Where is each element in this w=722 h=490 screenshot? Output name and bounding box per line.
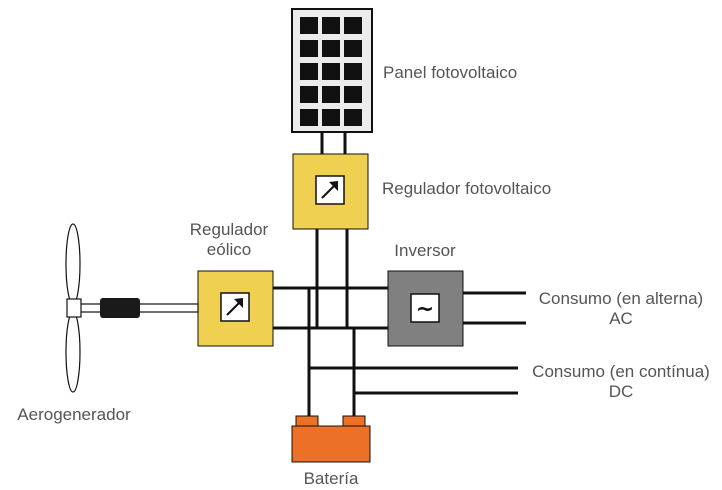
- panel-cell: [344, 17, 362, 34]
- battery: [291, 415, 371, 463]
- wiring: [273, 133, 526, 418]
- panel-cell: [300, 63, 318, 80]
- pv-regulator: [292, 153, 369, 230]
- solar-panel: [291, 8, 373, 133]
- turbine-blade-top: [65, 223, 81, 305]
- turbine-blade-bottom: [65, 311, 81, 393]
- label-ac-load-line2: AC: [609, 309, 633, 328]
- label-wind-regulator-line1: Regulador: [190, 220, 269, 239]
- panel-cell: [322, 17, 340, 34]
- battery-terminal-left: [295, 415, 319, 428]
- panel-cell: [300, 86, 318, 103]
- panel-cell: [300, 40, 318, 57]
- label-dc-load-line2: DC: [609, 382, 634, 401]
- inverter: ~: [387, 270, 464, 347]
- wind-regulator-arrow-icon: [226, 298, 243, 316]
- panel-cell: [322, 109, 340, 126]
- label-battery: Batería: [304, 469, 359, 488]
- battery-body: [291, 425, 371, 463]
- inverter-symbol-box: [410, 293, 440, 323]
- panel-cell: [322, 86, 340, 103]
- panel-cell: [344, 86, 362, 103]
- panel-cell: [344, 40, 362, 57]
- inverter-sine-icon: ~: [416, 297, 434, 322]
- label-inverter: Inversor: [394, 241, 456, 260]
- panel-cell: [344, 63, 362, 80]
- turbine-hub: [66, 298, 82, 318]
- panel-cell: [322, 63, 340, 80]
- panel-cell: [300, 17, 318, 34]
- wind-regulator: [197, 270, 274, 347]
- wind-turbine: [65, 223, 199, 393]
- label-panel: Panel fotovoltaico: [383, 63, 517, 82]
- pv-regulator-arrow-icon: [321, 181, 338, 199]
- label-wind-turbine: Aerogenerador: [17, 405, 131, 424]
- battery-terminal-right: [342, 415, 366, 428]
- label-dc-load-line1: Consumo (en contínua): [532, 362, 710, 381]
- panel-cell: [300, 109, 318, 126]
- panel-cell: [322, 40, 340, 57]
- label-wind-regulator-line2: eólico: [207, 240, 251, 259]
- label-pv-regulator: Regulador fotovoltaico: [382, 179, 551, 198]
- panel-cell: [344, 109, 362, 126]
- labels: Panel fotovoltaico Regulador fotovoltaic…: [17, 63, 710, 488]
- pv-regulator-gauge: [315, 175, 345, 205]
- label-ac-load-line1: Consumo (en alterna): [539, 289, 703, 308]
- turbine-generator: [100, 298, 140, 318]
- panel-cells: [300, 17, 362, 126]
